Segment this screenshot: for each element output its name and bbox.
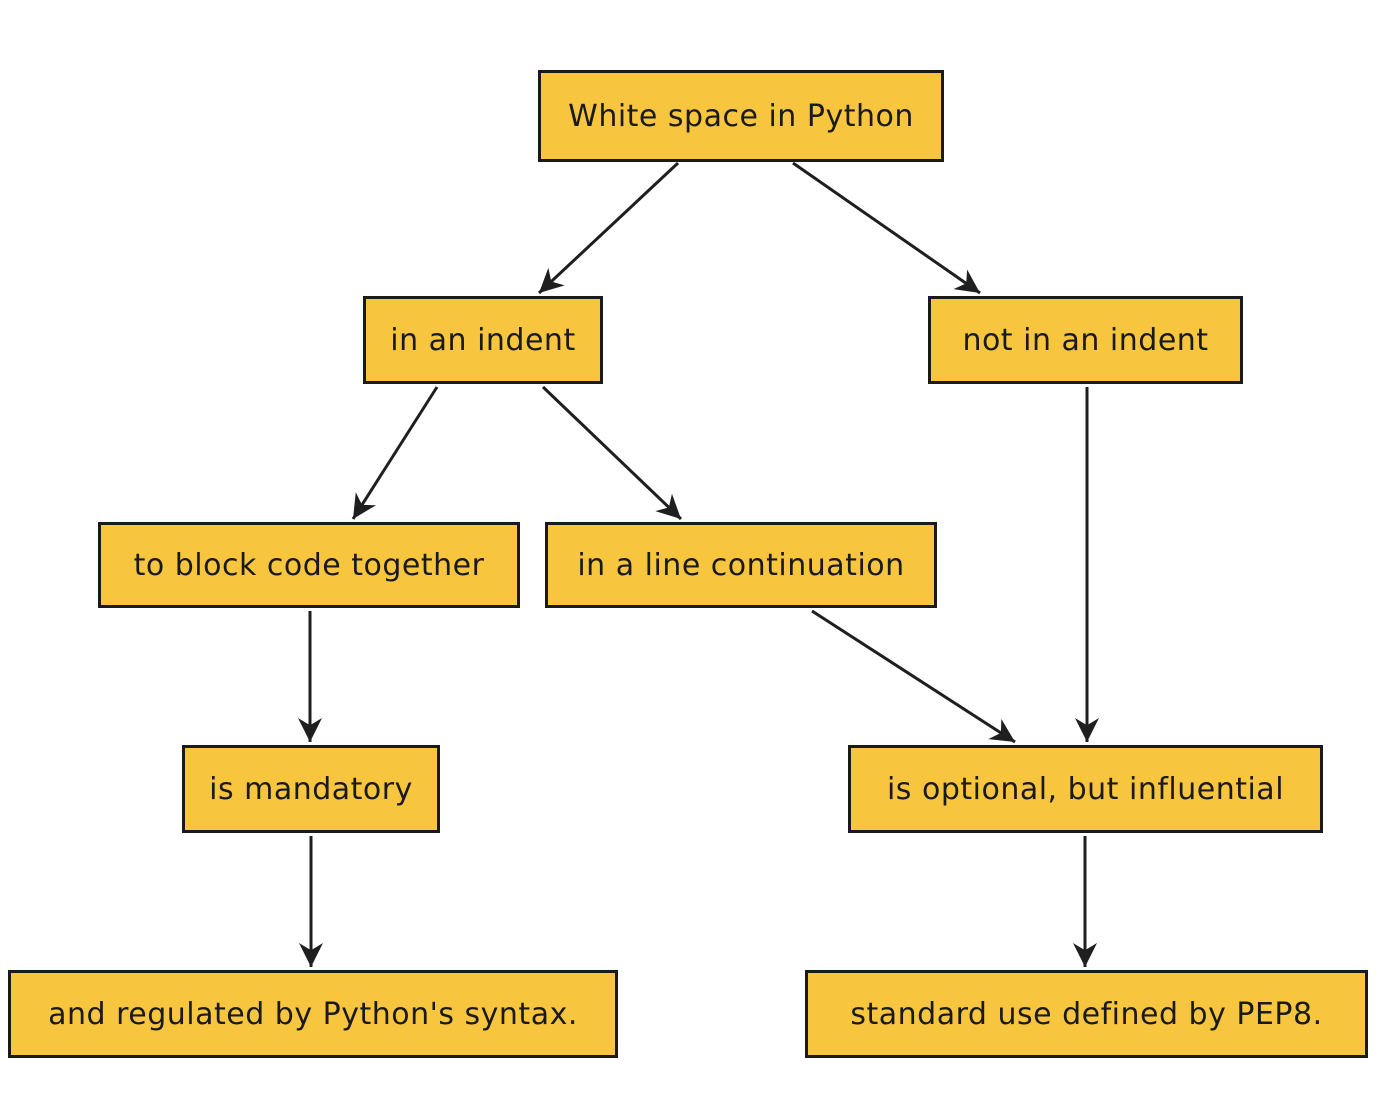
node-label: in an indent	[390, 322, 576, 358]
node-label: is mandatory	[209, 771, 413, 807]
node-to-block-code-together: to block code together	[98, 522, 520, 608]
node-label: to block code together	[133, 547, 485, 583]
node-and-regulated-by-pythons-syntax: and regulated by Python's syntax.	[8, 970, 618, 1058]
node-label: is optional, but influential	[886, 771, 1285, 807]
node-not-in-an-indent: not in an indent	[928, 296, 1243, 384]
node-standard-use-defined-by-pep8: standard use defined by PEP8.	[805, 970, 1368, 1058]
node-label: not in an indent	[962, 322, 1209, 358]
node-white-space-in-python: White space in Python	[538, 70, 944, 162]
node-in-an-indent: in an indent	[363, 296, 603, 384]
node-is-mandatory: is mandatory	[182, 745, 440, 833]
edge-line-continuation-to-is-optional	[811, 609, 1016, 744]
node-label: in a line continuation	[577, 547, 905, 583]
node-label: and regulated by Python's syntax.	[48, 996, 578, 1032]
edge-white-space-to-in-an-indent	[537, 161, 680, 295]
node-label: White space in Python	[568, 98, 914, 134]
edge-in-an-indent-to-line-continuation	[541, 385, 683, 521]
node-label: standard use defined by PEP8.	[850, 996, 1323, 1032]
node-is-optional-but-influential: is optional, but influential	[848, 745, 1323, 833]
edge-in-an-indent-to-block-code	[351, 386, 439, 520]
node-in-a-line-continuation: in a line continuation	[545, 522, 937, 608]
edge-white-space-to-not-in-an-indent	[792, 161, 981, 295]
